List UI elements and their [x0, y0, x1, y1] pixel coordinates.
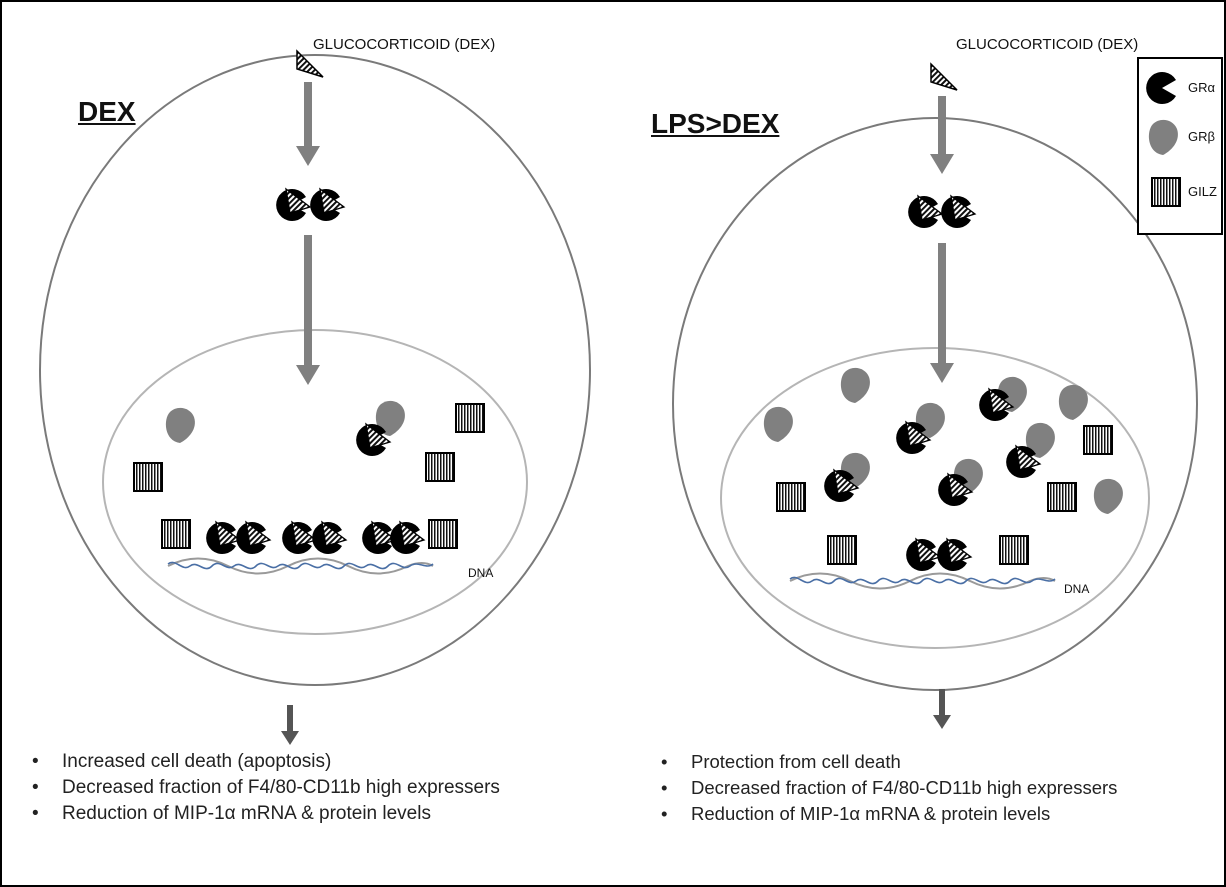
legend-label-gr-beta: GRβ — [1188, 129, 1215, 144]
right-cell — [672, 63, 1198, 729]
left-gilz-icon — [133, 462, 163, 492]
left-ligand-label: GLUCOCORTICOID (DEX) — [313, 36, 496, 53]
left-gr-complex — [355, 400, 405, 457]
right-gilz-icon — [776, 482, 806, 512]
right-gr-beta-icon — [840, 367, 870, 403]
legend — [1137, 57, 1223, 235]
list-item: Decreased fraction of F4/80-CD11b high e… — [657, 775, 1117, 801]
left-cell — [39, 50, 591, 745]
right-arrow-2 — [930, 243, 954, 383]
left-gilz-icon — [428, 519, 458, 549]
list-item: Decreased fraction of F4/80-CD11b high e… — [28, 775, 500, 801]
gilz-striped-square-icon — [1151, 177, 1181, 207]
left-outcomes-list: Increased cell death (apoptosis) Decreas… — [28, 749, 500, 827]
left-gr-beta-icon — [165, 407, 195, 443]
left-gilz-icon — [455, 403, 485, 433]
list-item: Protection from cell death — [657, 749, 1117, 775]
legend-label-gr-alpha: GRα — [1188, 80, 1216, 95]
left-cytoplasm-gr-dimer — [275, 188, 345, 222]
right-gilz-icon — [999, 535, 1029, 565]
right-gr-complex — [978, 376, 1027, 422]
left-gilz-icon — [425, 452, 455, 482]
legend-label-gilz: GILZ — [1188, 184, 1217, 199]
right-gilz-icon — [1047, 482, 1077, 512]
right-dna-label: DNA — [1064, 582, 1090, 596]
left-dna-helix — [167, 557, 434, 575]
list-item: Reduction of MIP-1α mRNA & protein level… — [657, 801, 1117, 827]
right-gr-complex — [823, 452, 870, 503]
right-dna-bound-dimer — [905, 538, 972, 572]
right-gilz-icon — [827, 535, 857, 565]
right-panel-title: LPS>DEX — [651, 108, 780, 139]
left-nucleus — [102, 329, 528, 635]
list-item: Increased cell death (apoptosis) — [28, 749, 500, 775]
left-arrow-1 — [296, 82, 320, 166]
right-outcomes-list: Protection from cell death Decreased fra… — [657, 749, 1117, 827]
right-gr-beta-icon — [763, 406, 793, 442]
left-output-arrow — [281, 705, 299, 745]
right-ligand-label: GLUCOCORTICOID (DEX) — [956, 36, 1139, 53]
right-cell-membrane — [672, 117, 1198, 691]
left-dna-bound-dimers — [205, 521, 425, 555]
left-gilz-icon — [161, 519, 191, 549]
right-gr-beta-icon — [1093, 478, 1123, 514]
right-gr-complex — [895, 402, 945, 455]
left-dna-label: DNA — [468, 566, 494, 580]
left-cell-membrane — [39, 54, 591, 686]
right-gilz-icon — [1083, 425, 1113, 455]
left-arrow-2 — [296, 235, 320, 385]
right-gr-beta-icon — [1058, 384, 1088, 420]
right-gr-complex — [937, 458, 983, 507]
right-cytoplasm-gr-dimer — [907, 195, 976, 229]
right-dex-ligand-icon — [930, 63, 958, 91]
right-output-arrow — [933, 689, 951, 729]
list-item: Reduction of MIP-1α mRNA & protein level… — [28, 801, 500, 827]
right-gr-complex — [1005, 422, 1055, 479]
right-arrow-1 — [930, 96, 954, 174]
left-panel-title: DEX — [78, 96, 136, 127]
right-dna-helix — [789, 572, 1056, 590]
right-nucleus — [720, 347, 1150, 649]
